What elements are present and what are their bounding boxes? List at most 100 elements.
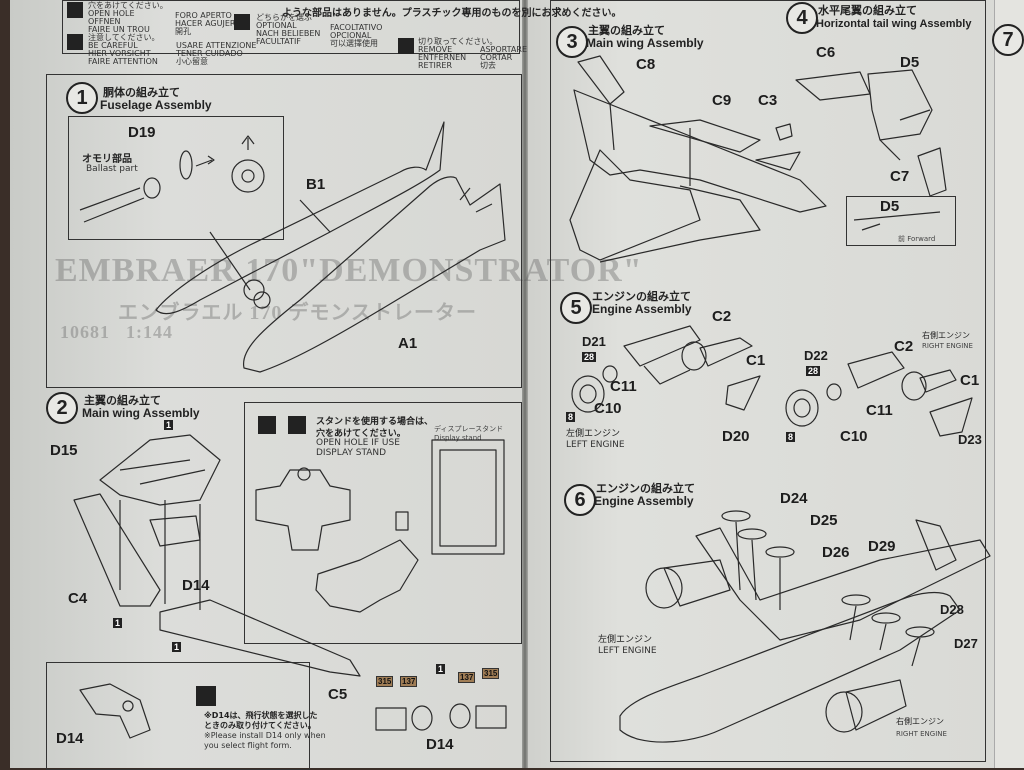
stand-optional-icon bbox=[288, 416, 306, 434]
header-notice: ような部品はありません。プラスチック専用のものを別にお求めください。 bbox=[282, 8, 622, 19]
cut-icon bbox=[398, 38, 414, 54]
part-C5: C5 bbox=[328, 686, 348, 703]
right-step-frame bbox=[550, 0, 986, 762]
d5-detail-frame bbox=[846, 196, 956, 246]
part-D24: D24 bbox=[780, 490, 808, 507]
part-C4: C4 bbox=[68, 590, 88, 607]
main-wing-drawing bbox=[73, 434, 507, 739]
part-D20: D20 bbox=[722, 428, 750, 445]
part-tree-badge-28b: 28 bbox=[806, 366, 821, 376]
part-D14-wheels: D14 bbox=[426, 736, 454, 753]
right-engine-jp-6: 右側エンジン bbox=[896, 717, 944, 726]
part-D25: D25 bbox=[810, 512, 838, 529]
step5-right-engine-drawing bbox=[785, 351, 973, 437]
display-stand-jp: ディスプレースタンド bbox=[434, 425, 504, 433]
step5-title-en: Engine Assembly bbox=[592, 302, 692, 316]
step4-title-jp: 水平尾翼の組み立て bbox=[818, 4, 917, 17]
step5-number: 5 bbox=[560, 292, 592, 324]
step1-number: 1 bbox=[66, 82, 98, 114]
print-through-code: 10681 bbox=[60, 322, 110, 342]
header-warning-box bbox=[62, 0, 520, 54]
forward-label: 前 Forward bbox=[898, 235, 936, 243]
step6-title-en: Engine Assembly bbox=[594, 494, 694, 508]
step4-tail-drawing bbox=[795, 69, 947, 231]
right-engine-en-5: RIGHT ENGINE bbox=[922, 342, 973, 350]
part-C9: C9 bbox=[712, 92, 732, 109]
part-C2-right: C2 bbox=[894, 338, 914, 355]
part-tree-badge-8a: 8 bbox=[566, 412, 576, 422]
step4-number: 4 bbox=[786, 2, 818, 34]
stand-drill-icon bbox=[258, 416, 276, 434]
part-D14-detail: D14 bbox=[56, 730, 84, 747]
left-engine-jp-6: 左側エンジン bbox=[598, 635, 653, 645]
stand-note-jp2: 穴をあけてください。 bbox=[316, 429, 406, 439]
ballast-label-jp: オモリ部品 bbox=[82, 154, 132, 165]
part-tree-badge-1d: 1 bbox=[436, 664, 446, 674]
step5-left-engine-drawing bbox=[571, 325, 761, 413]
display-stand-en: Display stand bbox=[434, 434, 482, 442]
part-C11-right: C11 bbox=[866, 402, 893, 419]
part-B1: B1 bbox=[306, 176, 326, 193]
color-137-a: 137 bbox=[400, 676, 418, 687]
part-tree-badge-8b: 8 bbox=[786, 432, 796, 442]
step5-title-jp: エンジンの組み立て bbox=[592, 290, 691, 303]
part-C8: C8 bbox=[636, 56, 656, 73]
print-through-scale: 1:144 bbox=[126, 322, 173, 342]
part-D15: D15 bbox=[50, 442, 78, 459]
part-D26: D26 bbox=[822, 544, 850, 561]
color-315-b: 315 bbox=[482, 668, 500, 679]
part-D27: D27 bbox=[954, 636, 978, 651]
part-D29: D29 bbox=[868, 538, 896, 555]
part-C1-right: C1 bbox=[960, 372, 980, 389]
step6-title-jp: エンジンの組み立て bbox=[596, 482, 695, 495]
part-A1: A1 bbox=[398, 335, 418, 352]
flight-note-jp1: ※D14は、飛行状態を選択した bbox=[204, 711, 318, 720]
stand-part-drawing bbox=[255, 439, 505, 613]
color-137-b: 137 bbox=[458, 672, 476, 683]
left-engine-en-6: LEFT ENGINE bbox=[598, 646, 657, 656]
part-D5-detail: D5 bbox=[880, 198, 900, 215]
part-D28: D28 bbox=[940, 602, 964, 617]
step6-aircraft-drawing bbox=[619, 510, 991, 743]
part-tree-badge-28a: 28 bbox=[582, 352, 597, 362]
drill-icon bbox=[67, 2, 83, 18]
step3-title-jp: 主翼の組み立て bbox=[588, 24, 665, 37]
part-C7: C7 bbox=[890, 168, 910, 185]
step1-title-jp: 胴体の組み立て bbox=[103, 86, 180, 99]
careful-icon bbox=[67, 34, 83, 50]
part-D23: D23 bbox=[958, 432, 982, 447]
part-D5: D5 bbox=[900, 54, 920, 71]
optional-icon bbox=[234, 14, 250, 30]
ballast-label-en: Ballast part bbox=[86, 164, 138, 174]
step1-title-en: Fuselage Assembly bbox=[100, 98, 212, 112]
print-through-subtitle: エンブラエル 170 デモンストレーター bbox=[118, 302, 477, 324]
optional-icon-note bbox=[196, 686, 216, 706]
step3-wing-drawing bbox=[569, 55, 827, 263]
right-engine-en-6: RIGHT ENGINE bbox=[896, 730, 947, 738]
step1-frame bbox=[46, 74, 522, 388]
part-C1-left: C1 bbox=[746, 352, 766, 369]
part-C2-left: C2 bbox=[712, 308, 732, 325]
step6-number: 6 bbox=[564, 484, 596, 516]
step3-number: 3 bbox=[556, 26, 588, 58]
part-tree-badge-1c: 1 bbox=[172, 642, 182, 652]
color-315-a: 315 bbox=[376, 676, 394, 687]
step2-title-jp: 主翼の組み立て bbox=[84, 394, 161, 407]
part-tree-badge-1b: 1 bbox=[113, 618, 123, 628]
page-gutter bbox=[522, 0, 528, 768]
part-tree-badge-1a: 1 bbox=[164, 420, 174, 430]
stand-note-jp1: スタンドを使用する場合は、 bbox=[316, 417, 434, 427]
ballast-part-drawing bbox=[79, 135, 265, 223]
step2-number: 2 bbox=[46, 392, 78, 424]
ballast-detail-frame bbox=[68, 116, 284, 240]
part-C11-left: C11 bbox=[610, 378, 637, 395]
